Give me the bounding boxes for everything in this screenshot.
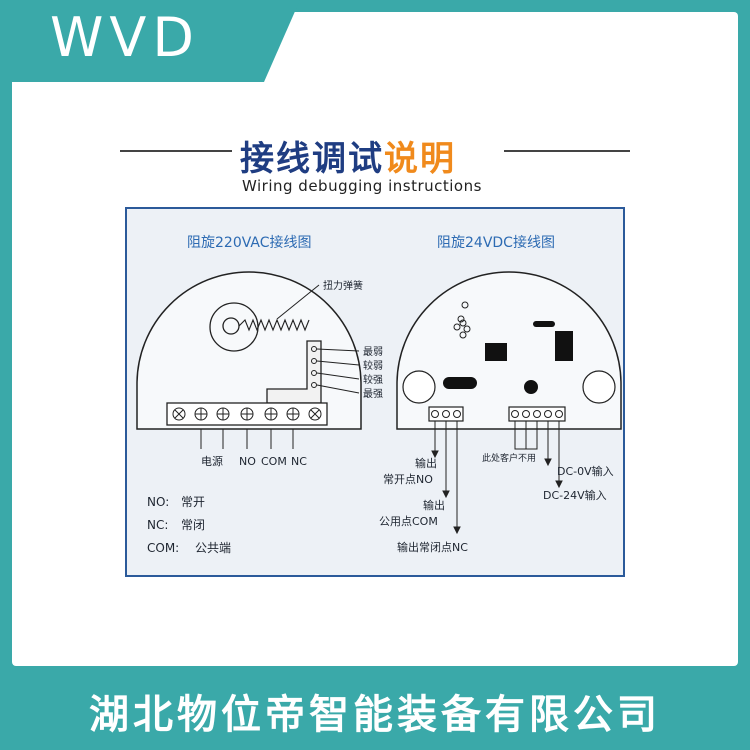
level-line-2 [316,360,360,366]
title-rule-left [120,150,232,152]
wiring-diagram: 阻旋220VAC接线图 阻旋24VDC接线图 扭力弹簧 最弱 较弱 较强 最强 … [136,234,622,555]
legend-no-value: 常开 [181,495,205,509]
dc-mount-right [582,370,616,404]
level-label-2: 较弱 [363,359,383,372]
terminal-no: NO [239,455,256,468]
spring-pointer [276,284,320,320]
legend-nc-key: NC: [147,518,168,532]
dc-input-block [508,406,566,422]
ac-diagram-title: 阻旋220VAC接线图 [187,234,312,251]
dc-in-pin-4 [544,410,552,418]
dc-component-5 [524,380,538,394]
terminal-power: 电源 [201,454,223,468]
legend-no-key: NO: [147,495,169,509]
dc-dot-1 [457,315,465,323]
level-label-1: 最弱 [363,346,383,358]
dc-dot-4 [459,319,467,327]
level-line-1 [316,348,360,352]
dc-dot-3 [459,331,467,339]
legend-com-key: COM: [147,541,179,555]
dc-component-3 [555,331,573,361]
dc-dot-5 [463,325,471,333]
ac-terminal-screws [172,407,322,421]
section-title: 接线调试说明 Wiring debugging instructions [120,125,630,205]
brand-logo: WVD [50,6,200,69]
legend-nc-value: 常闭 [181,518,205,532]
footer-bar: 湖北物位帝智能装备有限公司 [0,672,750,750]
hole-3 [311,370,317,376]
company-name: 湖北物位帝智能装备有限公司 [89,692,661,738]
hole-2 [311,358,317,364]
dc-dot-2 [453,323,461,331]
title-cn: 接线调试说明 [240,131,456,180]
dc-input-leads [514,421,563,489]
dc-housing [396,271,622,430]
dc-out-pin-1 [431,410,439,418]
title-cn-part2: 说明 [384,139,456,179]
dc-out-pin-2 [442,410,450,418]
ac-terminal-leads [200,429,294,449]
dc-diagram-title: 阻旋24VDC接线图 [437,234,555,251]
dc-unused-label: 此处客户不用 [482,452,536,464]
dc-in-pin-5 [555,410,563,418]
wiring-diagram-panel: 阻旋220VAC接线图 阻旋24VDC接线图 扭力弹簧 最弱 较弱 较强 最强 … [125,207,625,577]
dc-in-pin-3 [533,410,541,418]
spring-label: 扭力弹簧 [323,279,363,292]
dc-in-pin-1 [511,410,519,418]
dc-out-no-line1: 输出 [415,456,437,470]
terminal-com: COM [261,455,287,468]
dc-mount-left [402,370,436,404]
hole-1 [311,346,317,352]
torsion-spring [238,318,310,332]
dc-out-no-line2: 常开点NO [383,473,433,486]
dc-0v-label: DC-0V输入 [557,464,614,478]
level-label-3: 较强 [363,373,383,386]
title-cn-part1: 接线调试 [240,139,384,179]
dc-output-leads [431,421,461,535]
title-en: Wiring debugging instructions [242,177,482,195]
level-line-4 [316,384,360,394]
dc-dot-6 [461,301,469,309]
title-rule-right [504,150,630,152]
brand-tab: WVD [0,0,300,82]
dc-out-com-line1: 输出 [423,498,445,512]
level-label-4: 最强 [363,388,383,400]
dc-out-pin-3 [453,410,461,418]
legend-com-value: 公共端 [195,541,231,555]
dc-output-block [428,406,464,422]
terminal-nc: NC [291,455,307,468]
dc-component-2 [533,321,555,327]
dc-out-com-line2: 公用点COM [379,515,438,528]
dc-24v-label: DC-24V输入 [543,488,607,502]
dc-component-4 [443,377,477,389]
hole-4 [311,382,317,388]
dc-component-1 [485,343,507,361]
level-line-3 [316,372,360,380]
dc-out-nc: 输出常闭点NC [397,540,468,554]
dc-in-pin-2 [522,410,530,418]
